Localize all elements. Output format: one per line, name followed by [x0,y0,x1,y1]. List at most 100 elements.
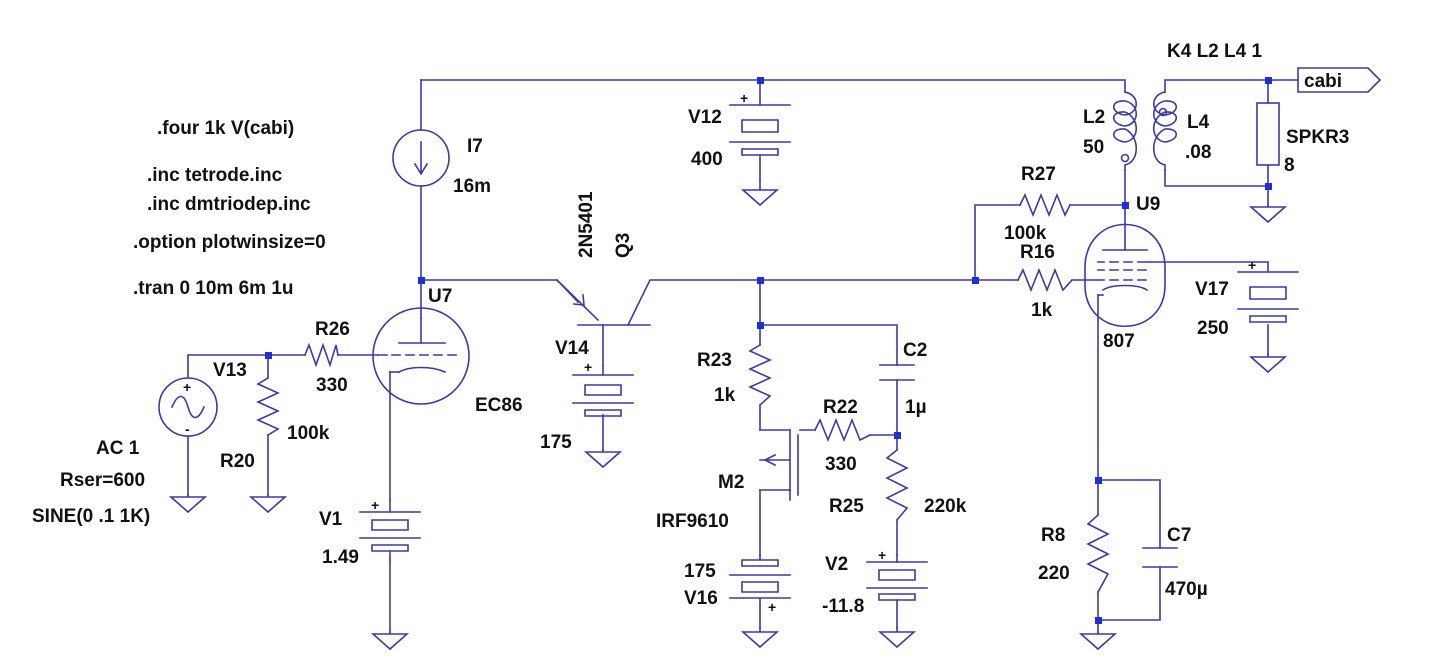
junctions [265,77,1272,624]
v17-value: 250 [1197,318,1229,339]
minus-sign: - [185,421,190,437]
l4-name: L4 [1187,112,1210,133]
speaker-spkr3[interactable] [1256,102,1280,166]
r8-value: 220 [1038,563,1070,584]
resistor-r23[interactable] [748,343,772,407]
v1-name: V1 [319,509,343,530]
v14-name: V14 [555,338,589,359]
v13-name: V13 [213,360,247,381]
v14-value: 175 [540,432,572,453]
grounds [168,179,1288,651]
resistor-r26[interactable] [303,342,339,368]
plus-sign: + [740,90,748,106]
plus-sign: + [584,359,592,375]
junction-dot [757,277,764,284]
v2-value: -11.8 [822,596,864,617]
ground-symbol [1248,354,1288,374]
directive-inc-tetrode: .inc tetrode.inc [147,165,283,186]
i7-value: 16m [453,176,491,197]
directive-four: .four 1k V(cabi) [157,118,294,139]
capacitor-c2[interactable] [879,364,915,381]
plus-sign: + [1248,257,1256,273]
resistor-r27[interactable] [1018,192,1072,218]
r20-name: R20 [220,451,255,472]
inductor-l2[interactable] [1112,91,1138,171]
junction-dot [1095,477,1102,484]
transistor-q3[interactable] [555,278,651,326]
junction-dot [1265,183,1272,190]
r27-value: 100k [1004,223,1047,244]
l2-value: 50 [1083,137,1104,158]
plus-sign: + [878,547,886,563]
battery-v2[interactable]: + [866,547,928,601]
v1-value: 1.49 [322,547,359,568]
ground-symbol [1248,204,1288,224]
q3-name: Q3 [613,233,634,258]
inductor-l4[interactable] [1152,91,1178,171]
battery-v1[interactable]: + [359,497,421,561]
ground-symbol [877,627,917,649]
r20-value: 100k [287,423,330,444]
resistor-r25[interactable] [885,448,909,522]
ground-symbol [740,627,780,649]
m2-name: M2 [718,472,744,493]
r23-name: R23 [697,350,732,371]
v12-value: 400 [691,149,723,170]
tube-u7[interactable] [372,307,470,405]
net-label-text: cabi [1304,71,1342,92]
r22-value: 330 [825,454,857,475]
junction-dot [1122,202,1129,209]
battery-v16[interactable]: + [729,554,791,615]
m2-value: IRF9610 [656,511,729,532]
ground-symbol [370,631,410,651]
r26-value: 330 [316,375,348,396]
v2-name: V2 [825,554,848,575]
v16-value: 175 [684,561,716,582]
c2-name: C2 [903,340,927,361]
resistor-r22[interactable] [813,417,872,443]
ground-symbol [168,494,208,514]
resistor-r8[interactable] [1086,513,1110,594]
junction-dot [757,322,764,329]
directive-inc-dmtriodep: .inc dmtriodep.inc [147,194,311,215]
spkr3-value: 8 [1284,155,1295,176]
spkr3-name: SPKR3 [1286,127,1349,148]
battery-v12[interactable]: + [729,90,791,181]
r16-value: 1k [1031,300,1053,321]
ground-symbol [248,494,288,514]
r25-value: 220k [924,496,967,517]
battery-v17[interactable]: + [1237,257,1299,323]
r26-name: R26 [315,319,350,340]
u7-value: EC86 [475,395,523,416]
junction-dot [894,432,901,439]
v13-rser: Rser=600 [60,470,145,491]
plus-sign: + [768,599,776,615]
r25-name: R25 [829,496,864,517]
junction-dot [1095,617,1102,624]
ac-source-v13[interactable]: + - [158,377,218,437]
directive-option: .option plotwinsize=0 [133,232,326,253]
tube-u9[interactable] [1084,223,1166,328]
v12-name: V12 [688,107,722,128]
junction-dot [757,77,764,84]
q3-value: 2N5401 [576,191,597,258]
l4-value: .08 [1185,142,1211,163]
i7-name: I7 [467,136,483,157]
mosfet-m2[interactable] [759,429,799,501]
capacitor-c7[interactable] [1142,547,1178,568]
resistor-r16[interactable] [1016,267,1074,293]
v16-name: V16 [684,588,718,609]
ground-symbol [1078,631,1118,651]
c2-value: 1µ [905,397,927,418]
r22-name: R22 [823,397,858,418]
directives: .four 1k V(cabi) .inc tetrode.inc .inc d… [133,118,326,299]
c7-name: C7 [1167,525,1191,546]
current-source-i7[interactable] [392,129,450,187]
net-label-cabi[interactable] [1297,67,1382,93]
r8-name: R8 [1041,525,1065,546]
battery-v14[interactable]: + [572,359,634,417]
ground-symbol [740,179,780,207]
resistor-r20[interactable] [256,376,280,437]
